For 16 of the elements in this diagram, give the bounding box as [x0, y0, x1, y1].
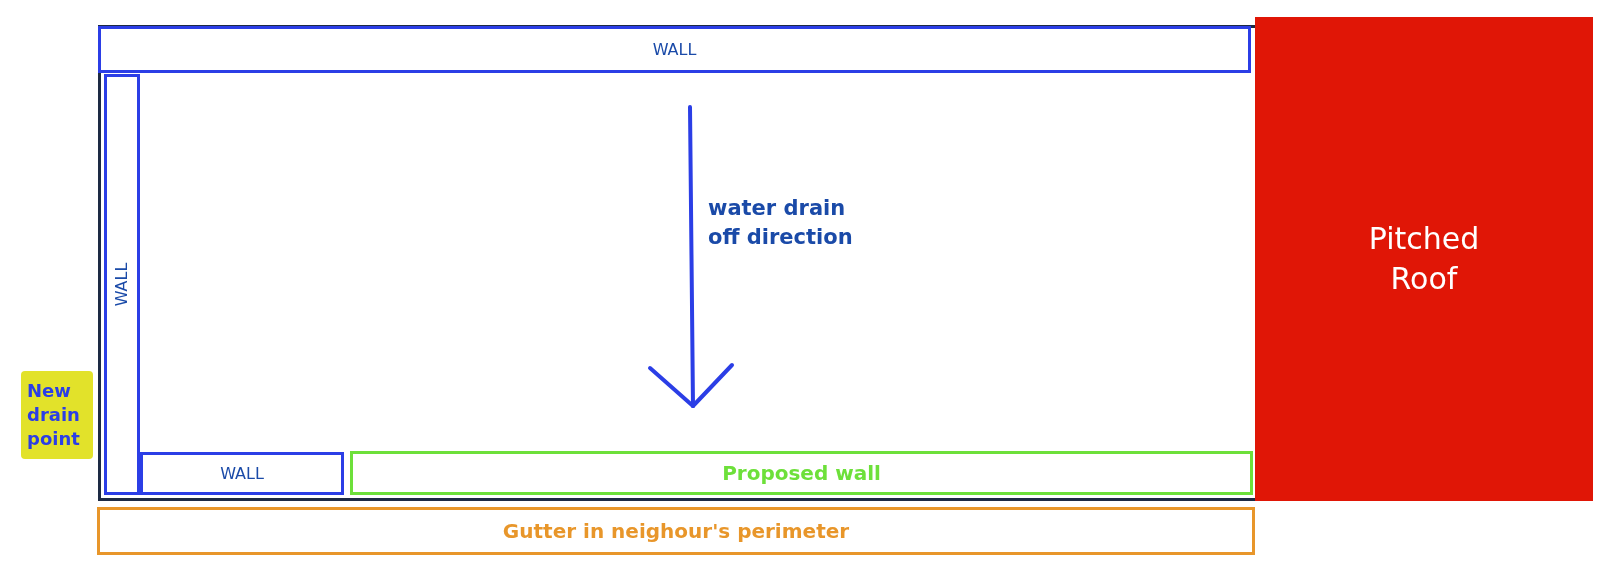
- node-label: WALL: [112, 262, 132, 307]
- gutter-strip: [97, 507, 1255, 555]
- proposed-wall-block: [350, 451, 1253, 495]
- wall-block: [104, 74, 140, 495]
- direction-note: water drain off direction: [708, 195, 854, 252]
- terrace-outline: [98, 25, 1258, 501]
- wall-block: [140, 452, 344, 495]
- node-label: Proposed wall: [722, 461, 881, 485]
- node-label: WALL: [220, 464, 264, 483]
- wall-block: [98, 26, 1251, 73]
- node-label: New drain point: [27, 378, 81, 452]
- node-label: WALL: [652, 40, 697, 59]
- node-label: Pitched Roof: [1367, 219, 1481, 298]
- drain-point-tag: [21, 371, 93, 459]
- node-label: Gutter in neighour's perimeter: [502, 519, 850, 543]
- pitched-roof-area: [1255, 17, 1593, 501]
